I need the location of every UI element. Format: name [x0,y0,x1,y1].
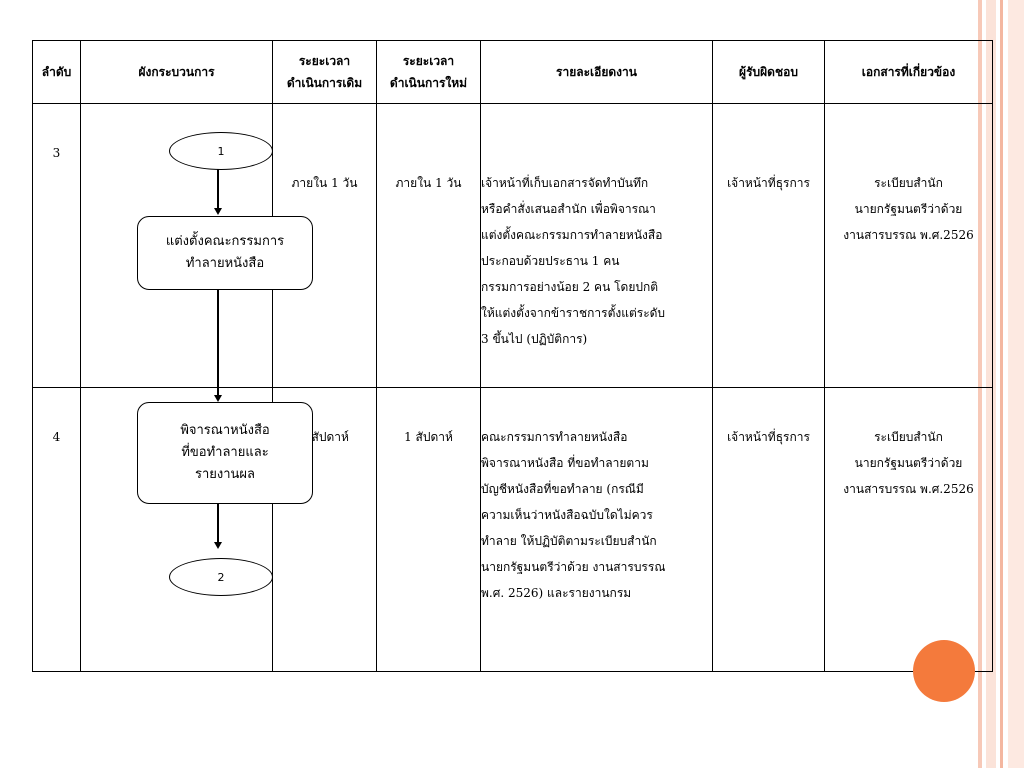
header-documents: เอกสารที่เกี่ยวข้อง [824,40,993,104]
details-line: กรรมการอย่างน้อย 2 คน โดยปกติ [481,280,659,294]
responsible: เจ้าหน้าที่ธุรการ [712,387,825,672]
flow-line [217,503,219,544]
row-order: 4 [32,387,81,672]
details-line: หรือคำสั่งเสนอสำนัก เพื่อพิจารณา [481,202,656,216]
process-box: พิจารณาหนังสือ ที่ขอทำลายและ รายงานผล [137,402,313,504]
documents-line: งานสารบรรณ พ.ศ.2526 [843,482,974,496]
table-row: 3 1 แต่งตั้งคณะกรรมการ ทำลายหนังสือ ภายใ… [32,103,993,388]
row-order: 3 [32,103,81,388]
decor-stripe [1000,0,1003,768]
process-box: แต่งตั้งคณะกรรมการ ทำลายหนังสือ [137,216,313,290]
time-new: ภายใน 1 วัน [376,103,481,388]
table-row: 4 พิจารณาหนังสือ ที่ขอทำลายและ รายงานผล [32,387,993,672]
documents-cell: ระเบียบสำนัก นายกรัฐมนตรีว่าด้วย งานสารบ… [824,387,993,672]
connector-oval: 1 [169,132,273,170]
documents-line: ระเบียบสำนัก [874,430,943,444]
flow-line [217,388,219,397]
details-line: เจ้าหน้าที่เก็บเอกสารจัดทำบันทึก [481,176,649,190]
flow-line [217,289,219,387]
header-details: รายละเอียดงาน [480,40,713,104]
details-line: บัญชีหนังสือที่ขอทำลาย (กรณีมี [481,482,644,496]
documents-cell: ระเบียบสำนัก นายกรัฐมนตรีว่าด้วย งานสารบ… [824,103,993,388]
details-line: ประกอบด้วยประธาน 1 คน [481,254,620,268]
documents-line: งานสารบรรณ พ.ศ.2526 [843,228,974,242]
details-line: ความเห็นว่าหนังสือฉบับใดไม่ควร [481,508,653,522]
decor-stripe [1008,0,1024,768]
documents-line: นายกรัฐมนตรีว่าด้วย [854,202,963,216]
details-line: พ.ศ. 2526) และรายงานกรม [481,586,632,600]
flow-cell: 1 แต่งตั้งคณะกรรมการ ทำลายหนังสือ [80,103,313,388]
details-line: คณะกรรมการทำลายหนังสือ [481,430,628,444]
header-time-new-line2: ดำเนินการใหม่ [389,76,468,90]
arrow-down-icon [214,395,222,402]
time-new: 1 สัปดาห์ [376,387,481,672]
arrow-down-icon [214,208,222,215]
details-line: ทำลาย ให้ปฏิบัติตามระเบียบสำนัก [481,534,657,548]
connector-oval: 2 [169,558,273,596]
decor-circle [913,640,975,702]
process-box-line1: พิจารณาหนังสือ [180,423,270,438]
details-line: ให้แต่งตั้งจากข้าราชการตั้งแต่ระดับ [481,306,666,320]
documents-line: ระเบียบสำนัก [874,176,943,190]
details-line: พิจารณาหนังสือ ที่ขอทำลายตาม [481,456,649,470]
header-flow: ผังกระบวนการ [80,40,273,104]
arrow-down-icon [214,542,222,549]
details-line: แต่งตั้งคณะกรรมการทำลายหนังสือ [481,228,663,242]
header-time-old: ระยะเวลา ดำเนินการเดิม [272,40,377,104]
process-box-line3: รายงานผล [194,467,256,482]
header-time-new-line1: ระยะเวลา [402,54,455,68]
header-time-new: ระยะเวลา ดำเนินการใหม่ [376,40,481,104]
process-box-line2: ทำลายหนังสือ [185,256,265,271]
documents-line: นายกรัฐมนตรีว่าด้วย [854,456,963,470]
header-order: ลำดับ [32,40,81,104]
header-row: ลำดับ ผังกระบวนการ ระยะเวลา ดำเนินการเดิ… [32,40,993,104]
process-table: ลำดับ ผังกระบวนการ ระยะเวลา ดำเนินการเดิ… [32,40,993,672]
header-time-old-line2: ดำเนินการเดิม [286,76,363,90]
header-time-old-line1: ระยะเวลา [298,54,351,68]
responsible: เจ้าหน้าที่ธุรการ [712,103,825,388]
flow-line [217,169,219,210]
details-cell: คณะกรรมการทำลายหนังสือ พิจารณาหนังสือ ที… [480,387,713,672]
process-box-line1: แต่งตั้งคณะกรรมการ [165,234,285,249]
details-cell: เจ้าหน้าที่เก็บเอกสารจัดทำบันทึก หรือคำส… [480,103,713,388]
details-line: 3 ขึ้นไป (ปฏิบัติการ) [481,332,588,346]
details-line: นายกรัฐมนตรีว่าด้วย งานสารบรรณ [481,560,666,574]
process-box-line2: ที่ขอทำลายและ [181,445,269,460]
flow-cell: พิจารณาหนังสือ ที่ขอทำลายและ รายงานผล 2 [80,387,313,672]
header-responsible: ผู้รับผิดชอบ [712,40,825,104]
